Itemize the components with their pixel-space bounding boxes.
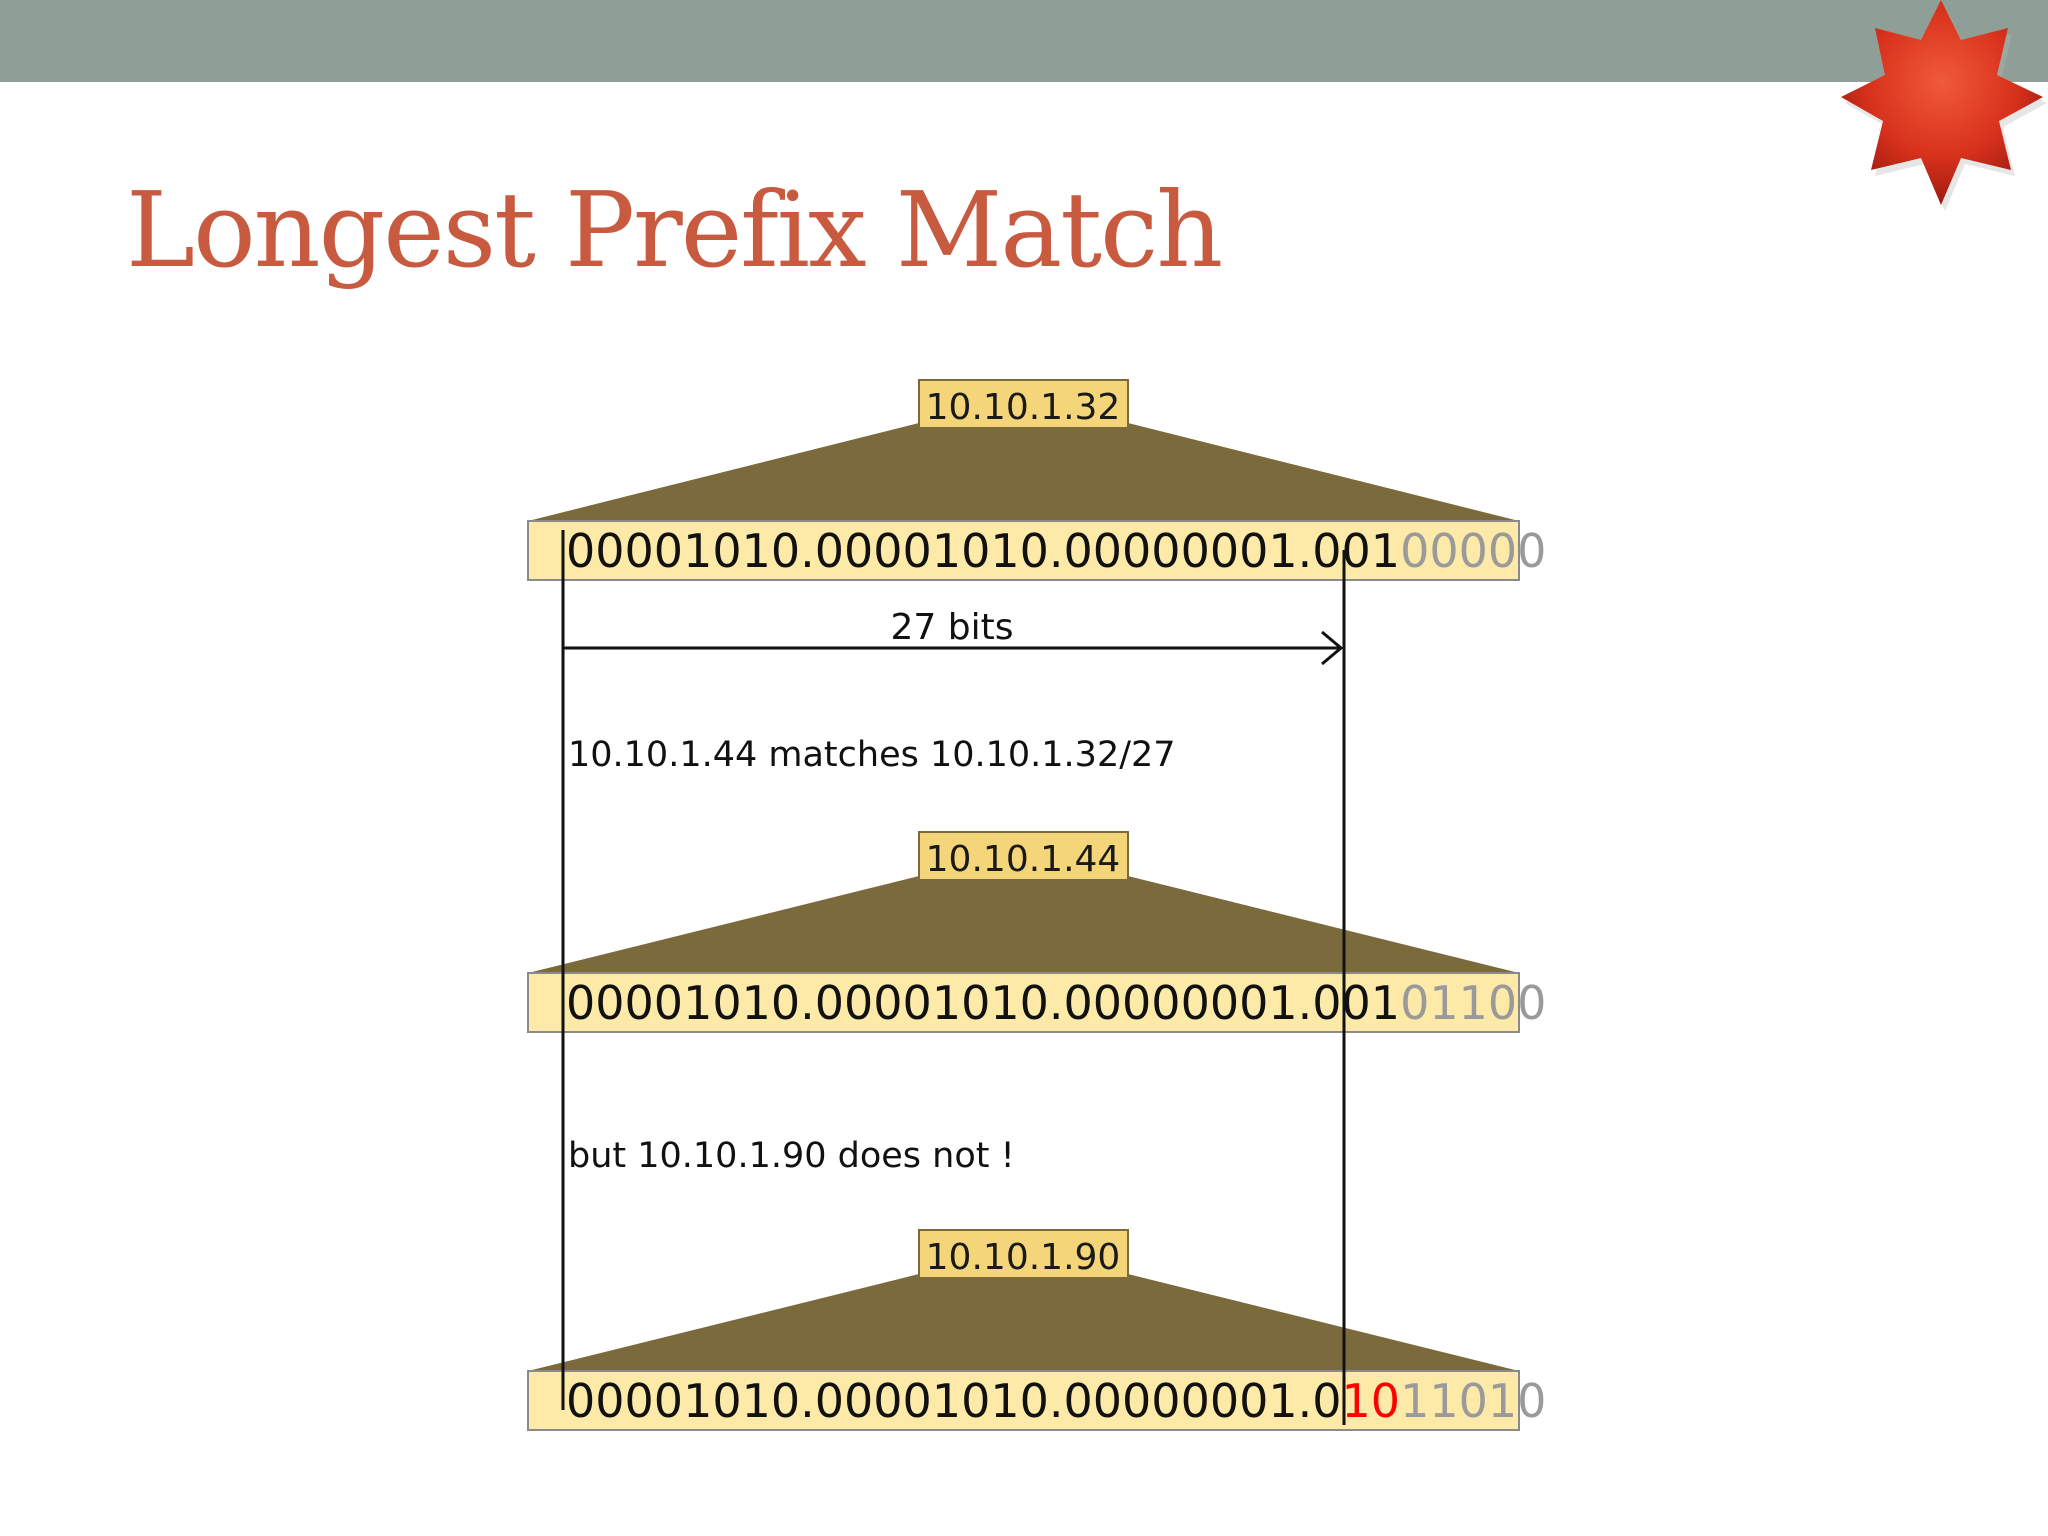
binary-address-box [527, 1370, 1520, 1431]
arrow-head-icon [1321, 630, 1344, 666]
address-wedge [528, 423, 1519, 521]
match-statement: 10.10.1.44 matches 10.10.1.32/27 [568, 735, 1176, 775]
address-label: 10.10.1.44 [926, 839, 1121, 880]
address-label-box [918, 379, 1129, 429]
address-label-box [918, 831, 1129, 881]
slide-title: Longest Prefix Match [126, 169, 1223, 291]
address-block-1: 10.10.1.32 00001010.00001010.00000001.00… [527, 379, 1546, 581]
address-block-2: 10.10.1.44 00001010.00001010.00000001.00… [527, 831, 1546, 1033]
header-bar [0, 0, 2048, 82]
address-label: 10.10.1.90 [926, 1237, 1121, 1278]
host-bits: 11010 [1400, 1374, 1546, 1428]
binary-address: 00001010.00001010.00000001.00101100 [566, 976, 1546, 1030]
binary-address-box [527, 972, 1520, 1033]
address-block-3: 10.10.1.90 00001010.00001010.00000001.01… [527, 1229, 1546, 1431]
host-bits: 01100 [1400, 976, 1546, 1030]
binary-address-box [527, 520, 1520, 581]
no-match-statement: but 10.10.1.90 does not ! [568, 1136, 1015, 1176]
address-wedge [528, 1274, 1519, 1371]
red-seven-point-star-icon [1841, 0, 2047, 211]
mismatch-bits: 10 [1342, 1374, 1401, 1428]
prefix-bits: 00001010.00001010.00000001.001 [566, 524, 1400, 578]
prefix-bits: 00001010.00001010.00000001.0 [566, 1374, 1342, 1428]
host-bits: 00000 [1400, 524, 1546, 578]
address-label: 10.10.1.32 [926, 387, 1121, 428]
binary-address: 00001010.00001010.00000001.01011010 [566, 1374, 1546, 1428]
prefix-bits: 00001010.00001010.00000001.001 [566, 976, 1400, 1030]
binary-address: 00001010.00001010.00000001.00100000 [566, 524, 1546, 578]
address-label-box [918, 1229, 1129, 1279]
address-wedge [528, 876, 1519, 973]
prefix-length-label: 27 bits [891, 607, 1014, 648]
